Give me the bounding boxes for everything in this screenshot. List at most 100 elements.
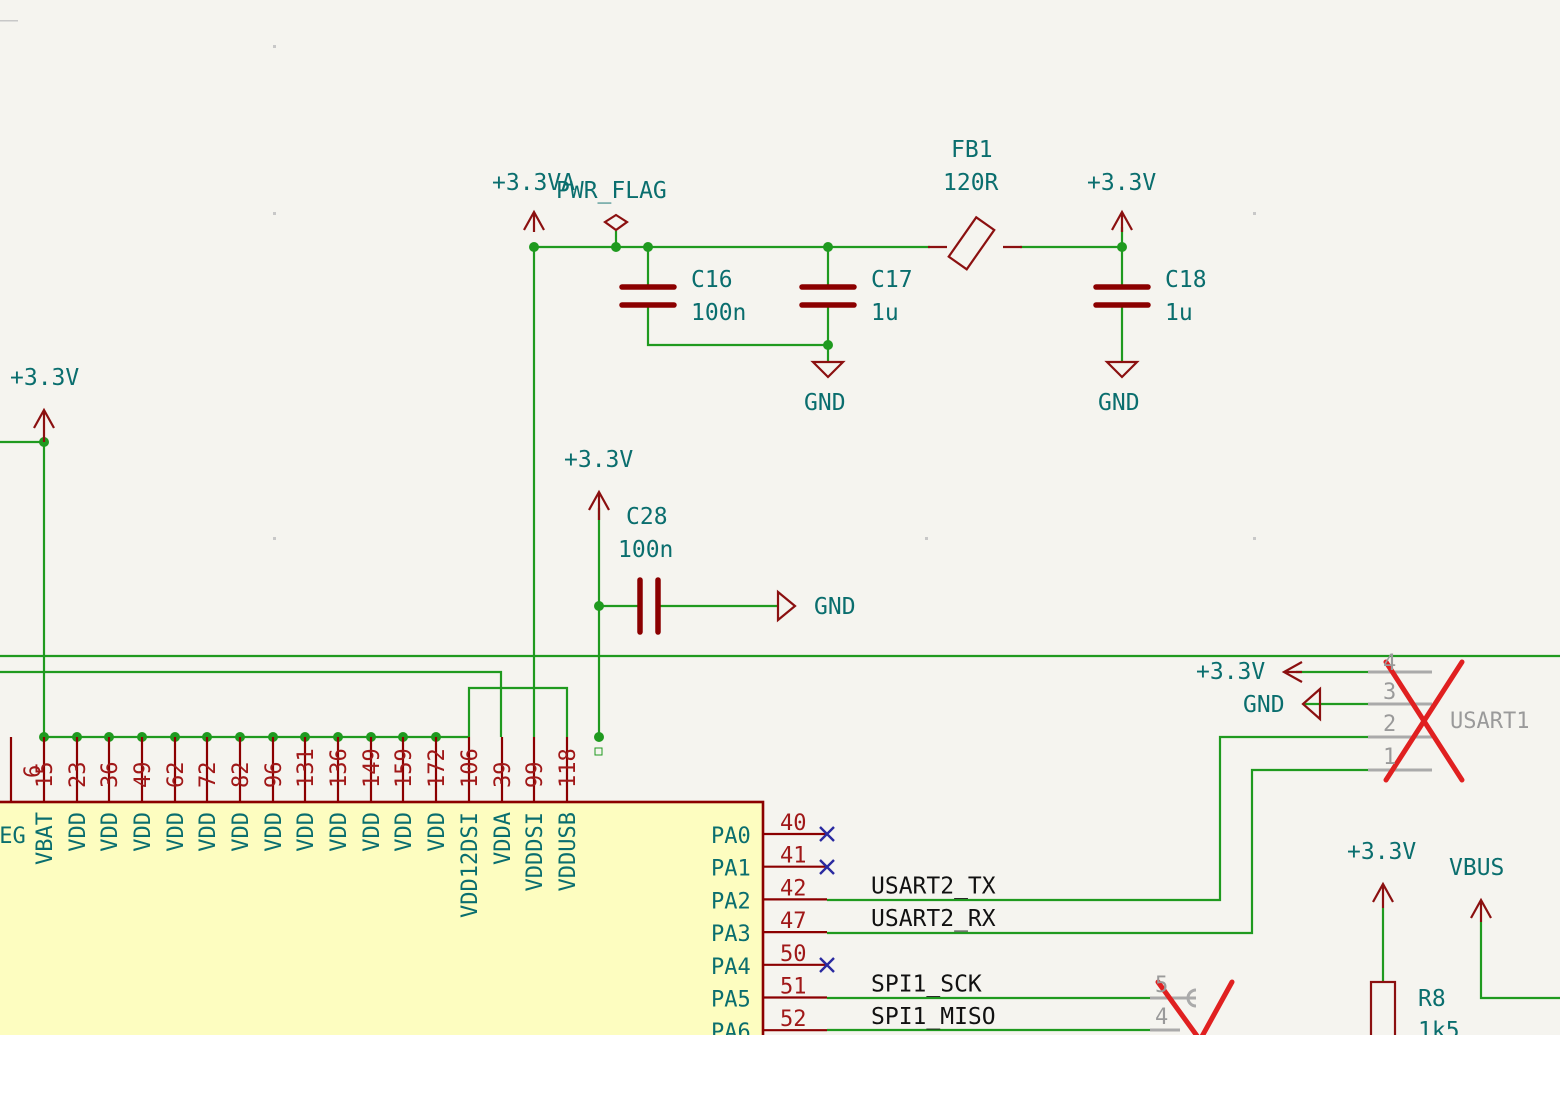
mcu-top-pin: 6REG <box>0 737 46 849</box>
net-label: USART2_RX <box>871 906 996 932</box>
mcu-right-pin-name: PA2 <box>711 889 751 914</box>
c17-reference: C17 <box>871 267 913 293</box>
fb1-reference: FB1 <box>951 137 993 163</box>
mcu-top-pin-name: VDD <box>196 812 221 852</box>
ferrite-bead-fb1[interactable] <box>928 215 1022 271</box>
mcu-right-pin-name: PA0 <box>711 824 751 849</box>
capacitor-c16[interactable] <box>619 284 677 308</box>
grid-dots <box>0 20 1256 540</box>
pwr-flag-label: PWR_FLAG <box>556 178 667 204</box>
r8-value: 1k5 <box>1418 1018 1460 1035</box>
gnd-label-c18: GND <box>1098 390 1140 416</box>
c28-reference: C28 <box>626 504 668 530</box>
power-label-3v3a: +3.3VA <box>492 170 575 196</box>
power-label-3v3-c28: +3.3V <box>564 447 633 473</box>
mcu-right-pin-number: 52 <box>780 1007 807 1032</box>
mcu-top-pin-name: VDD <box>262 812 287 852</box>
power-label-3v3-vbat: +3.3V <box>10 365 79 391</box>
r8-reference: R8 <box>1418 986 1446 1012</box>
mcu-right-pin-number: 51 <box>780 975 807 1000</box>
power-label-3v3-r8: +3.3V <box>1347 839 1416 865</box>
resistor-r8[interactable] <box>1369 980 1397 1035</box>
mcu-symbol[interactable]: 6REG15VBAT23VDD36VDD49VDD62VDD72VDD82VDD… <box>0 737 996 1035</box>
no-connect-markers <box>819 826 835 973</box>
c17-value: 1u <box>871 300 899 326</box>
mcu-top-pin-number: 49 <box>131 762 156 789</box>
capacitor-c28[interactable] <box>637 577 661 635</box>
mcu-top-pin-number: 159 <box>392 748 417 788</box>
c28-value: 100n <box>618 537 673 563</box>
capacitor-c18[interactable] <box>1093 284 1151 308</box>
mcu-top-pin-name: VDD <box>66 812 91 852</box>
mcu-top-pin-number: 6 <box>21 765 46 778</box>
mcu-top-pin-number: 99 <box>523 762 548 789</box>
mcu-top-pin-name: VDD12DSI <box>458 812 483 918</box>
usart1-connector[interactable] <box>1368 659 1465 783</box>
mcu-right-pin-number: 40 <box>780 811 807 836</box>
mcu-right-pin-number: 41 <box>780 844 807 869</box>
power-label-3v3-usart: +3.3V <box>1196 659 1265 685</box>
mcu-right-pin-name: PA3 <box>711 922 751 947</box>
mcu-top-pin-number: 136 <box>327 748 352 788</box>
gnd-label-c17: GND <box>804 390 846 416</box>
capacitor-c17[interactable] <box>799 284 857 308</box>
mcu-top-pin-name: VDD <box>425 812 450 852</box>
mcu-top-pin-name: VDD <box>392 812 417 852</box>
mcu-right-pin-name: PA5 <box>711 988 751 1013</box>
wires <box>0 227 1560 1032</box>
fb1-value: 120R <box>943 170 999 196</box>
mcu-top-pin-number: 96 <box>262 762 287 789</box>
mcu-top-pin-number: 15 <box>33 762 58 789</box>
mcu-top-pin-name: VDD <box>327 812 352 852</box>
mcu-top-pin-name: VDD <box>229 812 254 852</box>
mcu-top-pin-number: 131 <box>294 748 319 788</box>
mcu-right-pins: 40PA041PA142PA2USART2_TX47PA3USART2_RX50… <box>711 811 996 1035</box>
schematic-canvas[interactable]: 6REG15VBAT23VDD36VDD49VDD62VDD72VDD82VDD… <box>0 0 1560 1035</box>
mcu-top-pin-number: 39 <box>491 762 516 789</box>
mcu-top-pin-number: 106 <box>458 748 483 788</box>
spi-connector[interactable] <box>1150 979 1235 1035</box>
mcu-top-pin-name: VDD <box>98 812 123 852</box>
mcu-top-pin-name: VDDUSB <box>556 812 581 891</box>
mcu-top-pin-number: 82 <box>229 762 254 789</box>
usart1-pin-2: 2 <box>1383 712 1396 737</box>
mcu-top-pin-number: 118 <box>556 748 581 788</box>
mcu-right-pin-number: 50 <box>780 942 807 967</box>
mcu-top-pin-number: 36 <box>98 762 123 789</box>
mcu-top-pins: 6REG15VBAT23VDD36VDD49VDD62VDD72VDD82VDD… <box>0 737 581 918</box>
mcu-top-pin-name: VBAT <box>33 812 58 865</box>
gnd-label-usart: GND <box>1243 692 1285 718</box>
mcu-body <box>0 800 765 1035</box>
c16-value: 100n <box>691 300 746 326</box>
mcu-right-pin-name: PA1 <box>711 857 751 882</box>
mcu-top-pin-name: VDD <box>360 812 385 852</box>
usart1-pin-3: 3 <box>1383 680 1396 705</box>
mcu-right-pin-number: 47 <box>780 909 807 934</box>
mcu-top-pin-number: 72 <box>196 762 221 789</box>
mcu-top-pin-number: 62 <box>164 762 189 789</box>
usart1-pin-4: 4 <box>1383 651 1396 676</box>
power-label-vbus: VBUS <box>1449 855 1504 881</box>
mcu-top-pin-name: VDDDSI <box>523 812 548 891</box>
mcu-top-pin-name: REG <box>0 824 26 849</box>
net-label: SPI1_SCK <box>871 972 982 998</box>
mcu-right-pin-number: 42 <box>780 876 807 901</box>
mcu-top-pin-number: 172 <box>425 748 450 788</box>
